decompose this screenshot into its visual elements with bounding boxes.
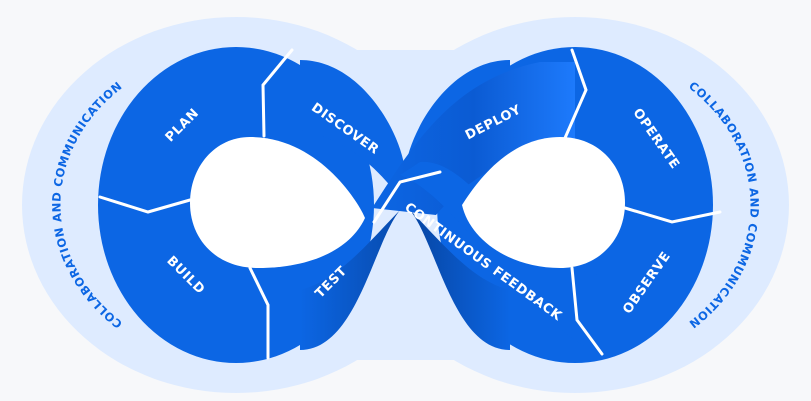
segment-dividers — [98, 48, 722, 360]
infinity-holes — [190, 137, 625, 268]
